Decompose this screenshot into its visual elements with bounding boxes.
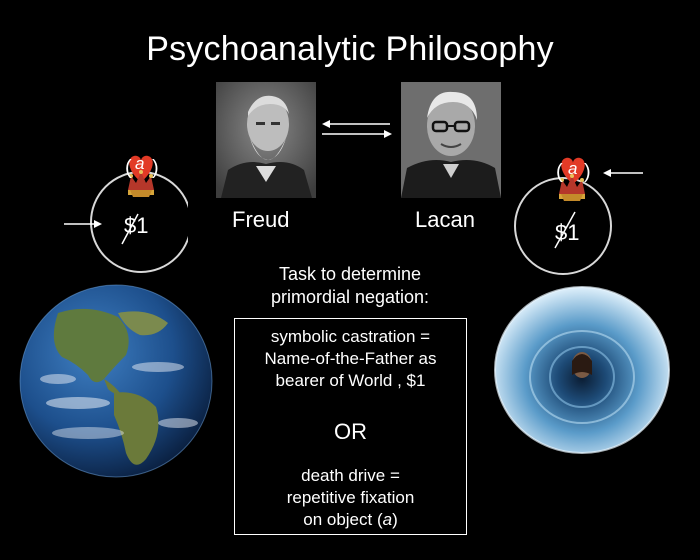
barred-s1-formula: $1 (124, 213, 149, 238)
or-label: OR (334, 419, 367, 444)
object-a-label: a (135, 154, 145, 173)
negation-options-box: symbolic castration = Name-of-the-Father… (234, 318, 467, 535)
option-death-drive: death drive = repetitive fixation on obj… (286, 466, 415, 529)
lacan-caption: Lacan (415, 207, 475, 232)
slide-title: Psychoanalytic Philosophy (146, 30, 554, 68)
freud-portrait (216, 82, 316, 198)
exchange-arrows (322, 120, 392, 138)
svg-text:): ) (152, 157, 159, 179)
vortex-globe-image (494, 286, 670, 454)
svg-text:(: ( (556, 161, 563, 183)
option-symbolic-castration: symbolic castration = Name-of-the-Father… (264, 327, 437, 390)
barred-s1-formula: $1 (555, 220, 580, 245)
svg-text:): ) (584, 161, 591, 183)
crown-icon (128, 170, 154, 197)
svg-text:(: ( (125, 157, 132, 179)
object-a-label: a (568, 159, 578, 178)
earth-globe-image (19, 284, 213, 478)
crown-icon (559, 174, 585, 201)
freud-caption: Freud (232, 207, 290, 232)
lacan-portrait (401, 82, 501, 198)
task-statement: Task to determine primordial negation: (270, 264, 430, 307)
